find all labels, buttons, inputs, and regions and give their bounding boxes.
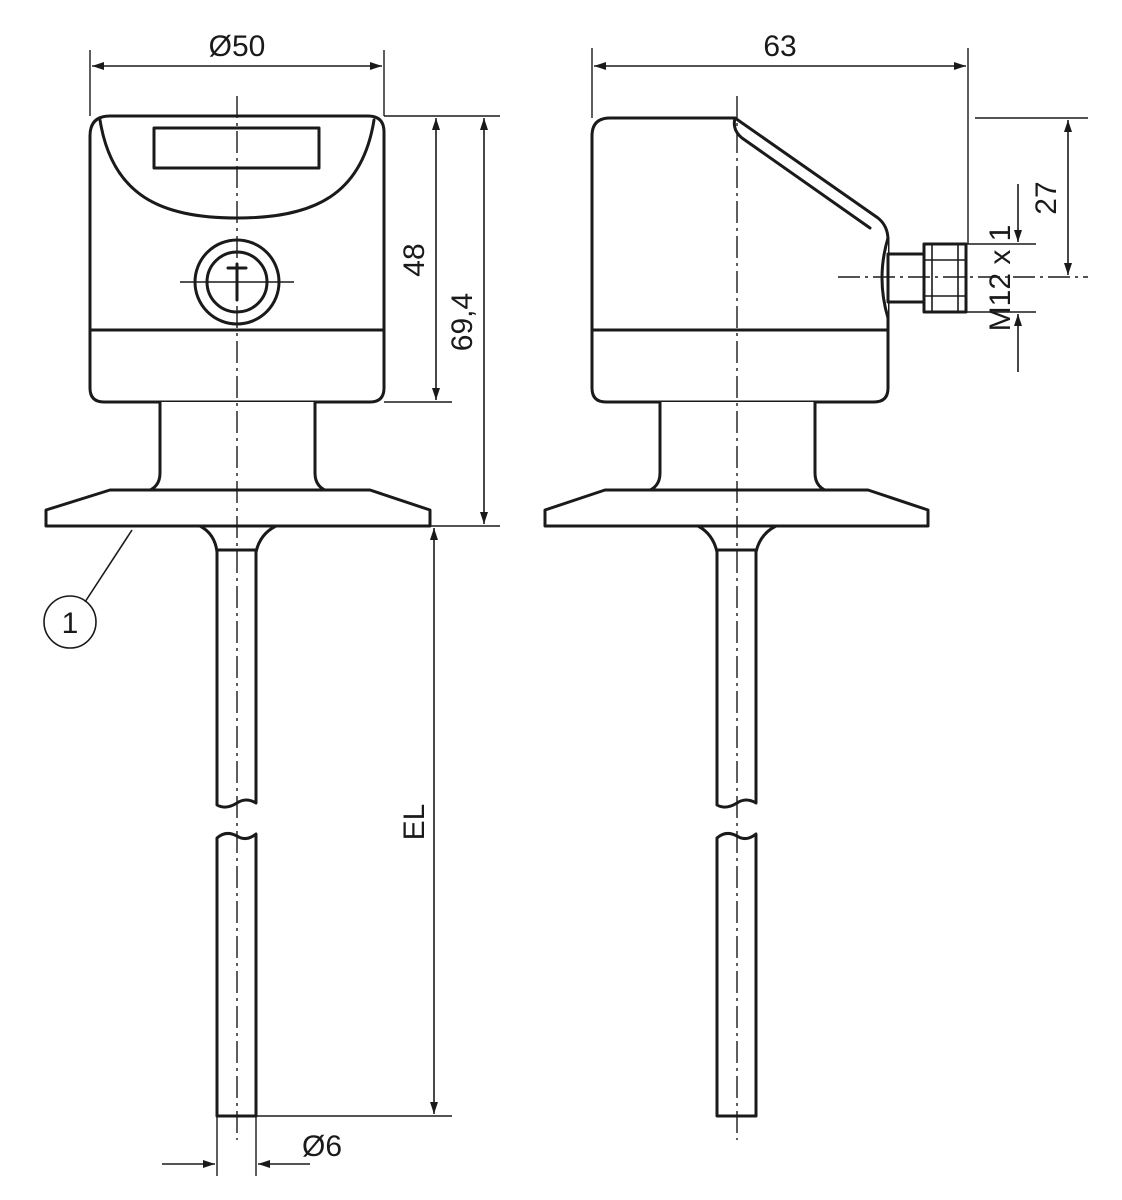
dim-depth-63: 63 (763, 30, 796, 63)
callout-1-circle (43, 595, 97, 649)
dim-height-48: 48 (398, 243, 431, 276)
front-view (44, 96, 432, 1140)
side-display-face (732, 116, 872, 230)
dim-height-69-4: 69,4 (446, 293, 479, 351)
callout-1-leader (84, 529, 133, 603)
m12-connector-nut (922, 242, 968, 314)
dim-diameter-50: Ø50 (209, 30, 266, 63)
m12-connector (886, 242, 968, 314)
callout-1-label: 1 (62, 607, 79, 640)
dim-probe-length: EL (398, 804, 431, 841)
side-view (543, 96, 1088, 1140)
m12-connector-body (886, 252, 926, 304)
dim-thread-m12: M12 x 1 (984, 225, 1017, 332)
side-housing (590, 116, 890, 404)
front-probe-transition (198, 524, 278, 554)
dimensions: Ø50 48 69,4 63 27 M12 x 1 EL Ø (89, 30, 1088, 1176)
dim-offset-27: 27 (1030, 181, 1063, 214)
front-clamp-flange (44, 488, 432, 528)
dim-probe-diameter: Ø6 (302, 1130, 342, 1163)
callout-1: 1 (43, 529, 133, 649)
